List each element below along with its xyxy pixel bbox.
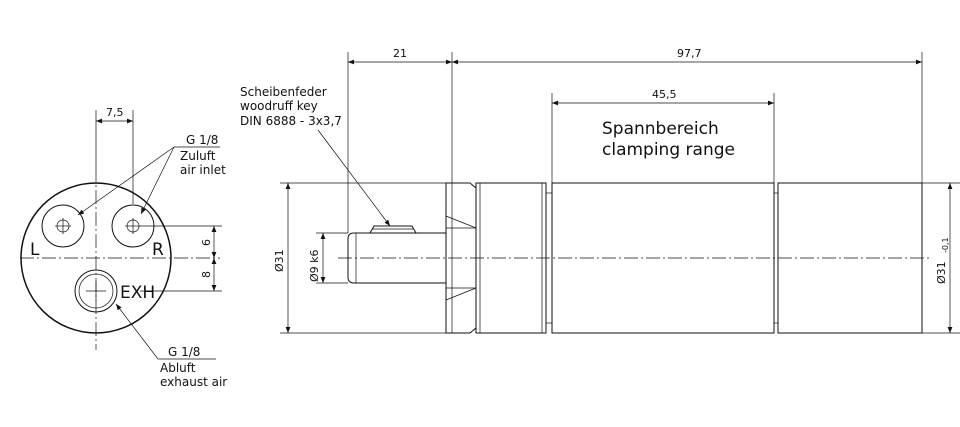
dim-7-5: 7,5	[106, 106, 124, 119]
exhaust-thread: G 1/8	[168, 345, 200, 359]
key-standard: DIN 6888 - 3x3,7	[240, 114, 342, 128]
port-left	[41, 204, 85, 248]
key-leader-line	[317, 129, 391, 227]
side-view: 21 97,7 45,5 Spannbereich clamping range…	[240, 47, 960, 334]
dim-21: 21	[393, 47, 407, 60]
dim-6: 6	[200, 239, 213, 246]
clamping-range-de: Spannbereich	[602, 119, 719, 139]
dim-d9-k6: Ø9 k6	[308, 249, 321, 282]
dim-d31-right-tolerance: -0,1	[941, 237, 950, 253]
exhaust-port-label: EXH	[120, 283, 155, 303]
end-section	[777, 182, 923, 334]
exhaust-label-en: exhaust air	[160, 375, 227, 389]
port-left-label: L	[30, 240, 40, 260]
port-exhaust	[74, 269, 118, 313]
key-label-de: Scheibenfeder	[240, 85, 327, 99]
dim-8: 8	[200, 271, 213, 278]
end-view: L R EXH 7,5 6 8 G 1/8 Zuluft air inlet G…	[20, 106, 227, 389]
dim-d31-right: Ø31	[935, 261, 948, 284]
exhaust-label-de: Abluft	[160, 361, 196, 375]
inlet-label-de: Zuluft	[180, 149, 216, 163]
dim-d31-left: Ø31	[273, 249, 286, 272]
dim-97-7: 97,7	[677, 47, 702, 60]
woodruff-key	[369, 225, 417, 234]
end-view-body-circle	[20, 182, 172, 334]
port-right-label: R	[152, 240, 164, 260]
dim-45-5: 45,5	[652, 88, 677, 101]
clamping-range-en: clamping range	[602, 140, 735, 160]
inlet-thread: G 1/8	[186, 133, 218, 147]
inlet-label-en: air inlet	[180, 163, 226, 177]
key-label-en: woodruff key	[240, 99, 318, 113]
shaft-outline	[347, 232, 446, 284]
